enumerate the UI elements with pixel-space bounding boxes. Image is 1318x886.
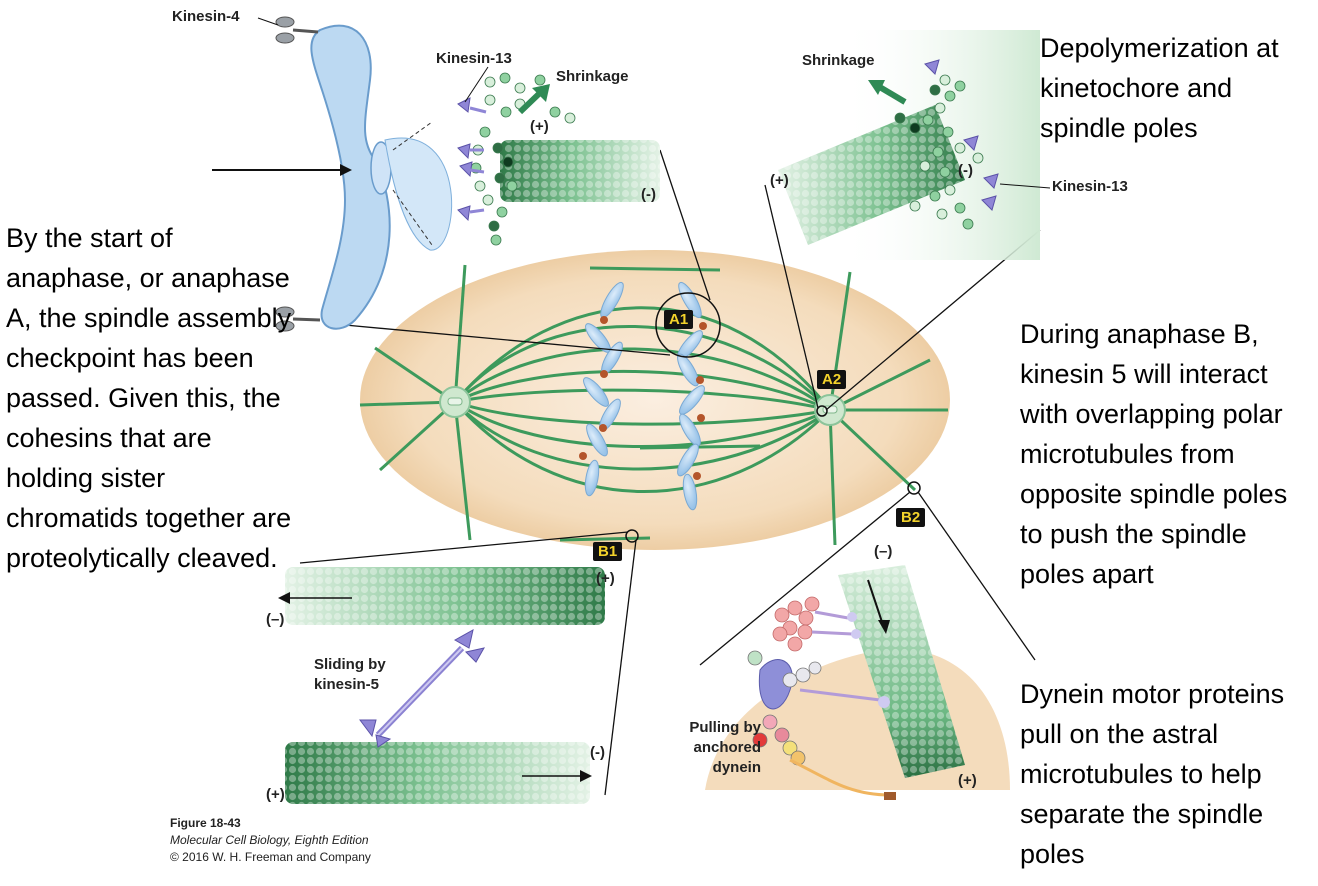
kinesin5-motor [359, 629, 485, 748]
figure-caption: Figure 18-43 Molecular Cell Biology, Eig… [170, 815, 371, 866]
figure-book: Molecular Cell Biology, Eighth Edition [170, 833, 369, 847]
spindle-microtubules [453, 266, 832, 542]
callout-lines [299, 149, 1041, 796]
shrinkage-right-label: Shrinkage [802, 52, 875, 69]
kinesin4-motors [275, 16, 321, 332]
tag-b2: B2 [896, 508, 926, 527]
left-annotation: By the start of anaphase, or anaphase A,… [6, 223, 292, 573]
kinesin13-left-label: Kinesin-13 [436, 50, 512, 67]
tag-b1: B1 [593, 542, 623, 561]
minus-left-label: (-) [641, 186, 656, 203]
b1-minus-label: (–) [266, 611, 285, 628]
chromosome-large [310, 24, 453, 330]
a1-magnifier [655, 292, 721, 358]
kinesin13-left [457, 97, 473, 222]
pulling-label: Pulling by anchored dynein [689, 719, 761, 776]
tubulin-subunits-right [894, 74, 984, 230]
kinesin13-right [924, 59, 999, 211]
kinesin4-label: Kinesin-4 [172, 8, 240, 25]
tag-a1: A1 [664, 310, 694, 329]
top-right-annotation: Depolymerization at kinetochore and spin… [1040, 33, 1279, 143]
tag-a2: A2 [817, 370, 847, 389]
mid-right-annotation: During anaphase B, kinesin 5 will intera… [1020, 319, 1288, 589]
bottom-right-annotation: Dynein motor proteins pull on the astral… [1020, 679, 1285, 869]
sliding-label: Sliding by kinesin-5 [314, 656, 386, 693]
figure-number: Figure 18-43 [170, 816, 241, 830]
figure-copyright: © 2016 W. H. Freeman and Company [170, 850, 371, 864]
dynein-complex [747, 596, 896, 800]
b2-minus-label: (–) [874, 543, 893, 560]
cell-body [360, 250, 950, 550]
minus-right-label: (-) [958, 162, 973, 179]
shrinkage-left-label: Shrinkage [556, 68, 629, 85]
b1-plus2-label: (+) [266, 786, 285, 803]
kinesin13-right-label: Kinesin-13 [1052, 178, 1128, 195]
tubulin-subunits-left [470, 72, 576, 246]
b1-minus2-label: (-) [590, 744, 605, 761]
b2-plus-label: (+) [958, 772, 977, 789]
b1-plus-label: (+) [596, 570, 615, 587]
plus-left-label: (+) [530, 118, 549, 135]
astral-microtubules [359, 264, 948, 546]
plus-right-label: (+) [770, 172, 789, 189]
chromatids-right [677, 281, 705, 511]
